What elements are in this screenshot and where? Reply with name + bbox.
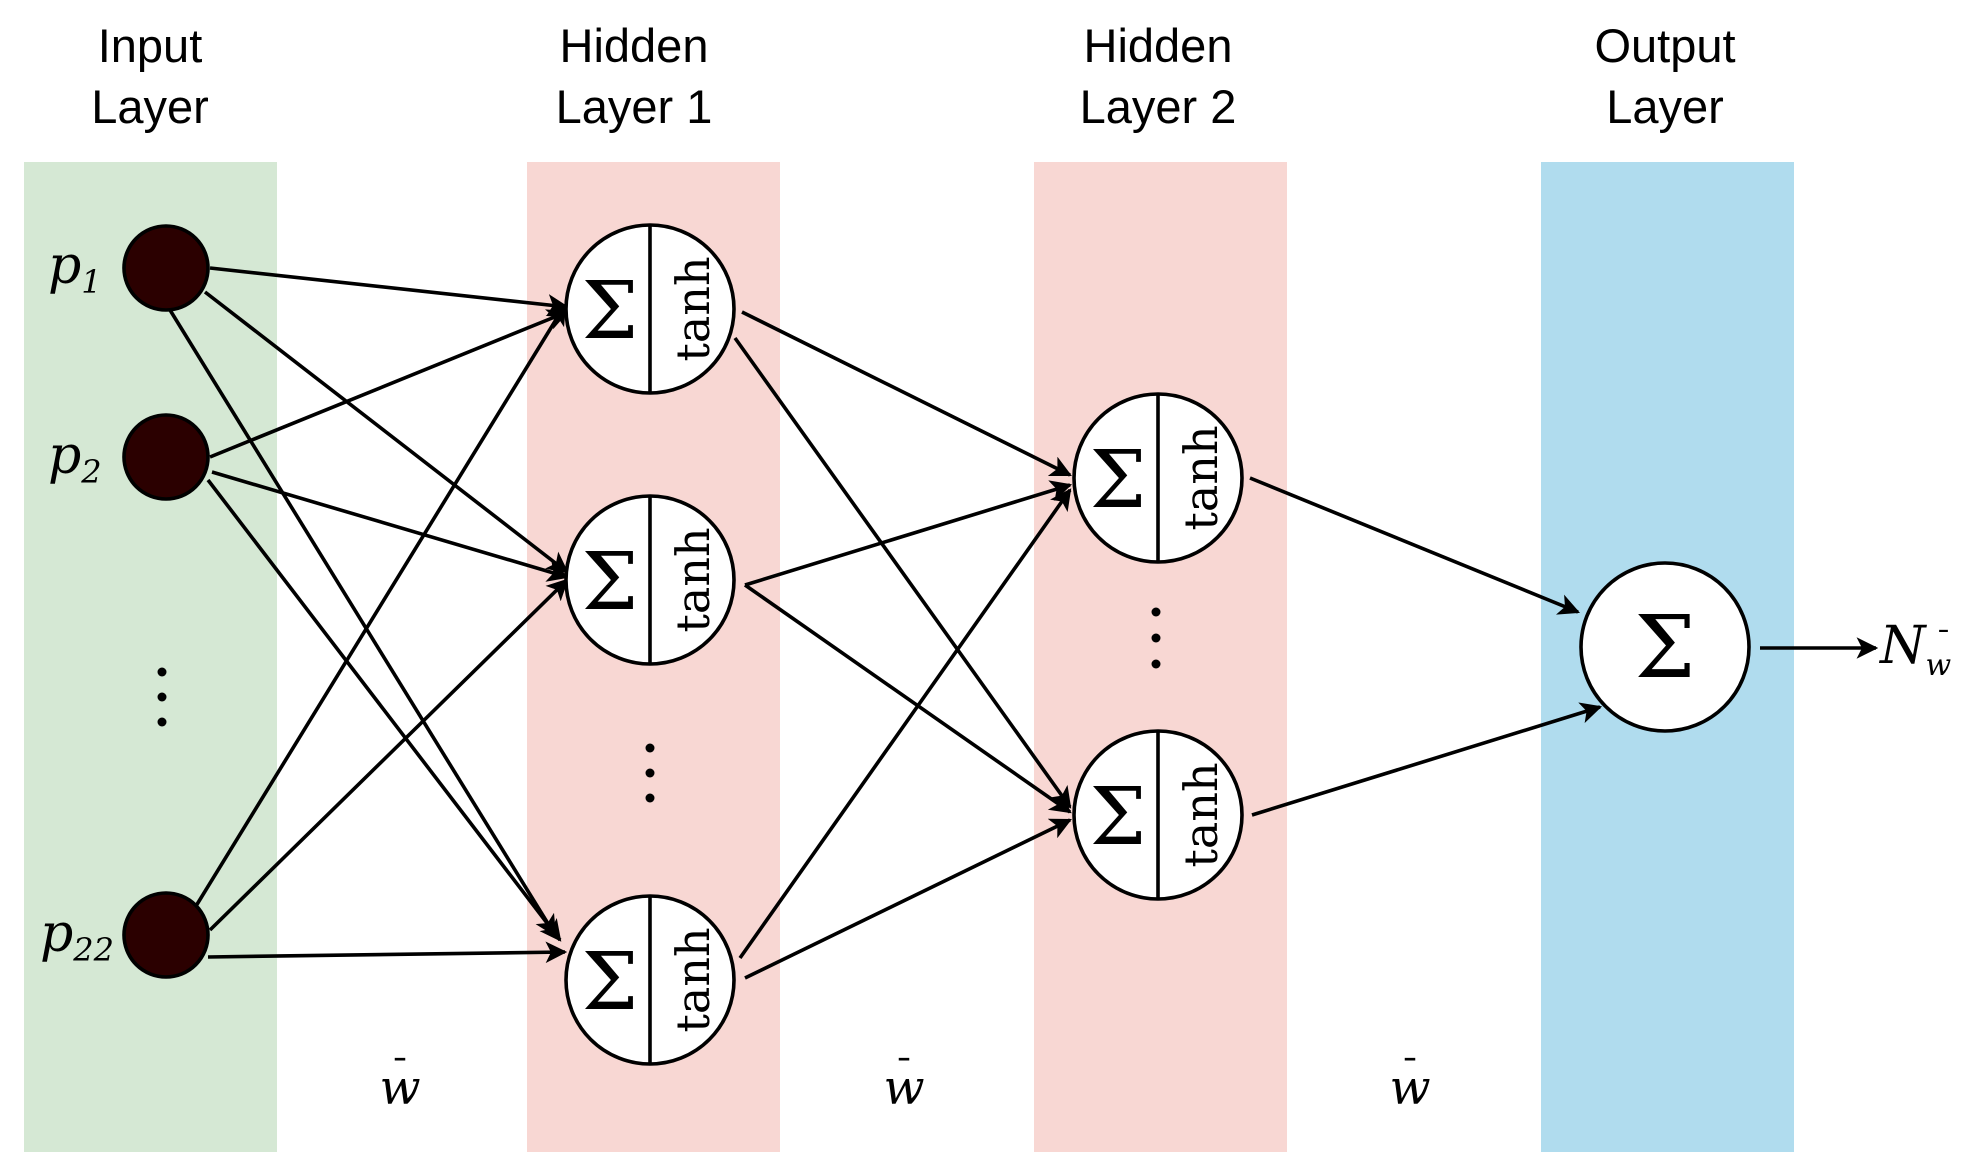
hidden-layer-2-neurons: Σ tanh Σ tanh (1072, 392, 1244, 901)
edges-input-to-hidden1 (168, 266, 570, 964)
edge (208, 578, 569, 932)
ellipses (157, 607, 1161, 803)
ellipsis-dot (157, 667, 167, 677)
input-label-base: p (48, 426, 81, 486)
input-layer-title: Input Layer (91, 19, 209, 133)
hidden-neuron: Σ tanh (564, 223, 736, 395)
output-label-sub: w (1926, 648, 1952, 683)
sum-symbol: Σ (582, 535, 639, 628)
hidden-neuron: Σ tanh (1072, 392, 1244, 564)
input-node-p1 (122, 224, 210, 312)
sum-symbol: Σ (582, 264, 639, 357)
hidden-layer-2-title: Hidden Layer 2 (1080, 19, 1237, 133)
sum-symbol: Σ (582, 935, 639, 1028)
tanh-label: tanh (1174, 762, 1228, 867)
edge (744, 480, 1073, 587)
input-node-p2 (122, 413, 210, 501)
layer-title-line1: Input (98, 19, 203, 72)
weight-bar: ¯ (895, 1053, 913, 1094)
ellipsis-dot (645, 768, 655, 778)
input-nodes (122, 224, 210, 979)
output-neuron-circle (1579, 561, 1751, 733)
tanh-label: tanh (1174, 425, 1228, 530)
layer-title-line2: Layer (1606, 80, 1724, 133)
input-label-sub: 22 (72, 931, 114, 969)
hidden2-ellipsis (1151, 607, 1161, 669)
edge (209, 309, 570, 459)
layer-title-line1: Hidden (560, 19, 709, 72)
edge (738, 488, 1072, 960)
weight-labels: w ¯ w ¯ w ¯ (379, 1053, 1430, 1116)
edge (744, 818, 1072, 980)
weight-label: w (1389, 1060, 1430, 1116)
tanh-label: tanh (666, 527, 720, 632)
hidden-neuron: Σ tanh (564, 494, 736, 666)
ellipsis-dot (645, 743, 655, 753)
edge (209, 266, 570, 316)
input-label-base: p (48, 236, 81, 296)
edge (203, 290, 569, 574)
ellipsis-dot (1151, 607, 1161, 617)
hidden-neuron: Σ tanh (564, 894, 736, 1066)
input-layer-band (24, 162, 277, 1152)
output-neuron: Σ (1579, 561, 1751, 733)
output-label: Nw (1878, 616, 1952, 683)
layer-title-line2: Layer 2 (1080, 80, 1237, 133)
edge (168, 309, 557, 937)
edge (207, 941, 568, 964)
hidden-layer-1-title: Hidden Layer 1 (556, 19, 713, 133)
input-label-sub: 1 (81, 263, 101, 301)
sum-symbol: Σ (1090, 433, 1147, 526)
input-label-sub: 2 (80, 453, 101, 491)
sum-symbol: Σ (1090, 770, 1147, 863)
hidden1-ellipsis (645, 743, 655, 803)
weight-label: w (883, 1060, 924, 1116)
edge (743, 583, 1072, 814)
layer-title-line1: Hidden (1084, 19, 1233, 72)
input-label-p1: p1 (48, 236, 102, 301)
weight-bar: ¯ (1401, 1053, 1419, 1094)
input-label-p22: p22 (40, 904, 114, 969)
layer-title-line2: Layer 1 (556, 80, 713, 133)
ellipsis-dot (157, 717, 167, 727)
edges-hidden1-to-hidden2 (733, 310, 1073, 980)
edge (1249, 476, 1580, 615)
output-layer-title: Output Layer (1594, 19, 1735, 133)
input-label-p2: p2 (48, 426, 102, 491)
weight-bar: ¯ (391, 1053, 409, 1094)
hidden-layer-1-neurons: Σ tanh Σ tanh Σ tanh (564, 223, 736, 1066)
edge (206, 478, 562, 942)
output-label-base: N (1878, 616, 1927, 676)
input-node-p22 (122, 891, 210, 979)
weight-label: w (379, 1060, 420, 1116)
ellipsis-dot (157, 692, 167, 702)
tanh-label: tanh (666, 256, 720, 361)
input-ellipsis (157, 667, 167, 727)
layer-title-line1: Output (1594, 19, 1735, 72)
output-sub-bar: ¯ (1936, 625, 1951, 660)
ellipsis-dot (645, 793, 655, 803)
hidden-neuron: Σ tanh (1072, 729, 1244, 901)
input-label-base: p (40, 904, 73, 964)
ellipsis-dot (1151, 633, 1161, 643)
sum-symbol: Σ (1635, 598, 1696, 698)
tanh-label: tanh (666, 927, 720, 1032)
hidden-layer-2-band (1034, 162, 1287, 1152)
layer-title-line2: Layer (91, 80, 209, 133)
edge (1251, 702, 1603, 817)
edge (211, 470, 570, 582)
edge (733, 336, 1072, 809)
edges-hidden2-to-output (1249, 476, 1603, 817)
edge (741, 310, 1072, 477)
ellipsis-dot (1151, 659, 1161, 669)
input-labels: p1 p2 p22 (40, 236, 114, 969)
edge (194, 303, 567, 907)
